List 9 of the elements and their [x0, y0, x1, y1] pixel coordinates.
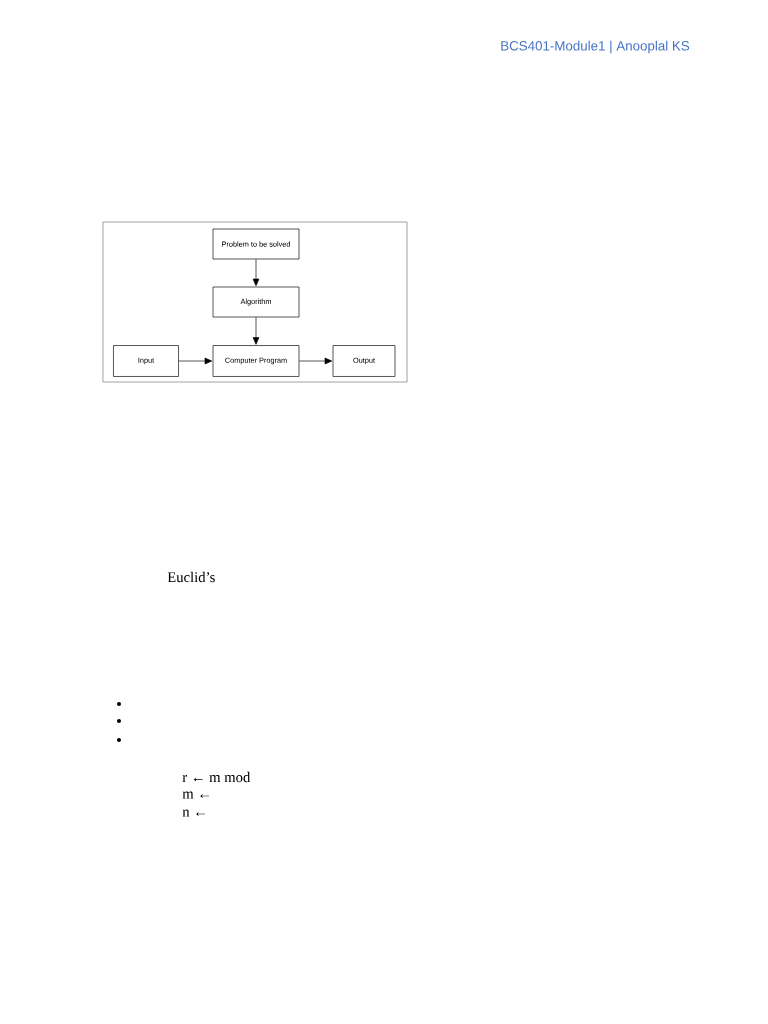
arrow	[252, 259, 260, 287]
arrow	[252, 317, 260, 345]
body-text: Euclid’s	[167, 571, 215, 583]
header-text: BCS401-Module1 | Anooplal KS	[501, 40, 690, 54]
body-text: r ← m mod	[182, 771, 251, 783]
body-text: m ←	[182, 791, 209, 799]
arrow	[178, 357, 213, 365]
arrow	[299, 357, 333, 365]
body-text: n ←	[182, 809, 205, 817]
